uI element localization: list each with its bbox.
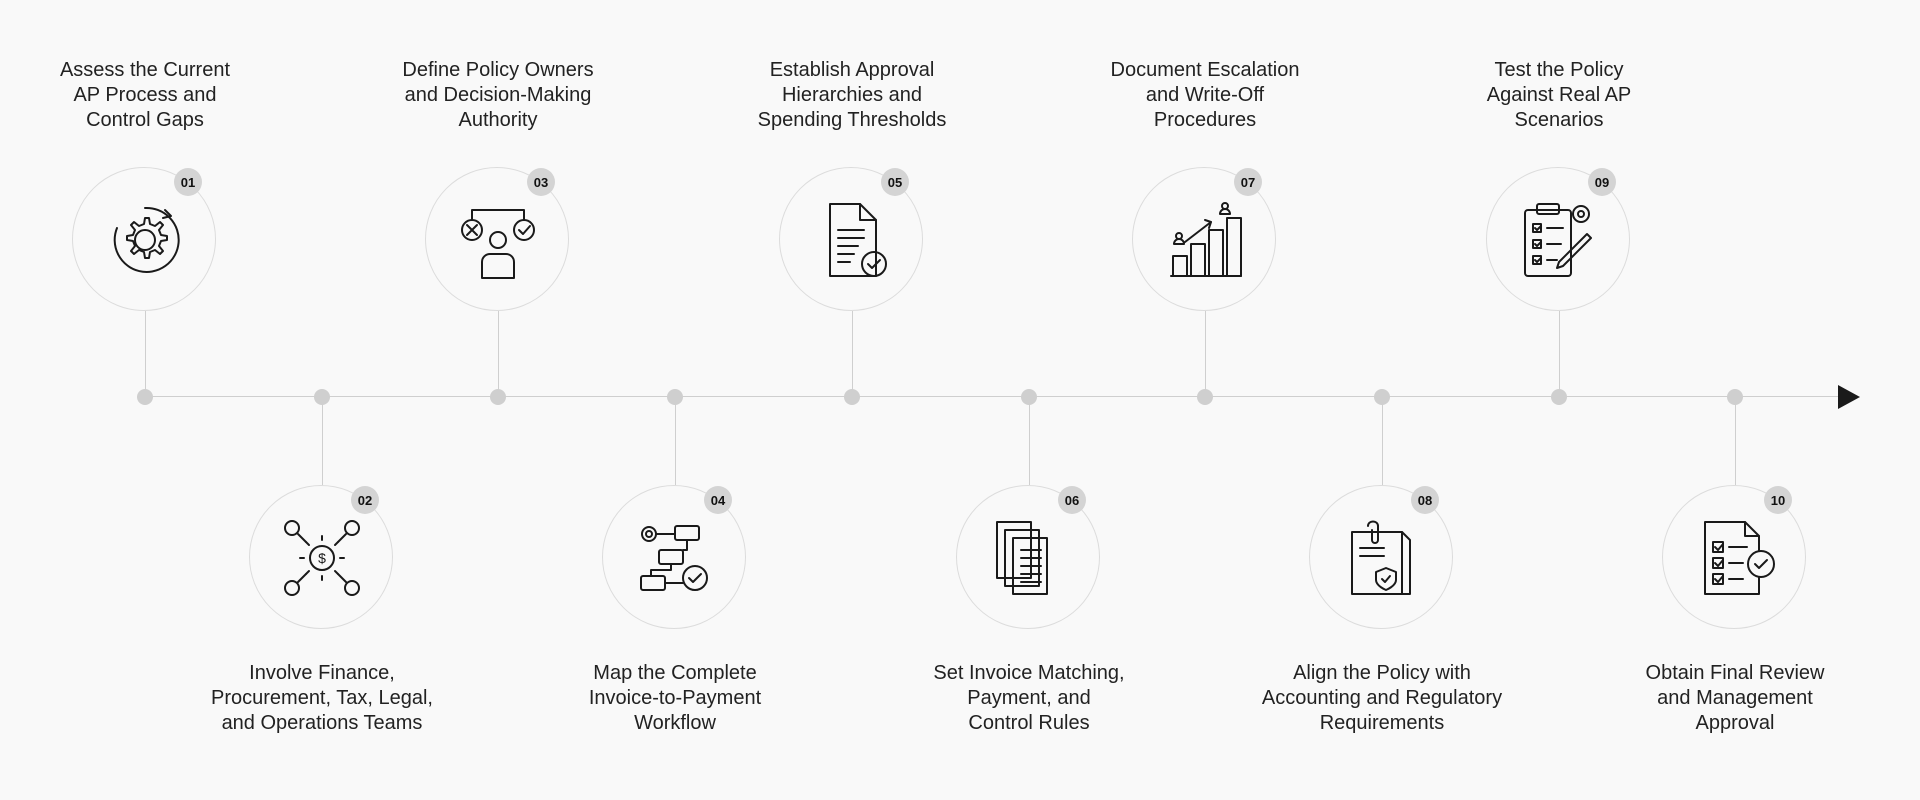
step-number-badge: 03 — [527, 168, 555, 196]
step-number-badge: 04 — [704, 486, 732, 514]
step-label-04: Map the Complete Invoice-to-Payment Work… — [588, 662, 762, 734]
timeline-connector — [1204, 311, 1206, 397]
step-number-badge: 10 — [1764, 486, 1792, 514]
timeline-axis — [145, 396, 1840, 397]
step-label-01: Assess the Current AP Process and Contro… — [59, 59, 231, 131]
timeline-dot — [490, 389, 506, 405]
step-number-badge: 01 — [174, 168, 202, 196]
timeline-connector — [144, 311, 146, 397]
step-label-09: Test the Policy Against Real AP Scenario… — [1486, 59, 1632, 131]
step-label-08: Align the Policy with Accounting and Reg… — [1261, 662, 1503, 734]
step-label-10: Obtain Final Review and Management Appro… — [1645, 662, 1825, 734]
timeline-connector — [1028, 397, 1030, 485]
svg-text:$: $ — [318, 550, 326, 566]
timeline-connector — [1734, 397, 1736, 485]
timeline-dot — [137, 389, 153, 405]
step-circle-02: $ 02 — [249, 485, 393, 629]
timeline-dot — [1551, 389, 1567, 405]
step-label-05: Establish Approval Hierarchies and Spend… — [757, 59, 947, 131]
timeline-connector — [1558, 311, 1560, 397]
step-label-02: Involve Finance, Procurement, Tax, Legal… — [211, 662, 433, 734]
step-number-badge: 07 — [1234, 168, 1262, 196]
step-number-badge: 02 — [351, 486, 379, 514]
step-circle-01: 01 — [72, 167, 216, 311]
step-circle-08: 08 — [1309, 485, 1453, 629]
step-label-06: Set Invoice Matching, Payment, and Contr… — [933, 662, 1125, 734]
timeline-connector — [321, 397, 323, 485]
step-number-badge: 08 — [1411, 486, 1439, 514]
step-circle-03: 03 — [425, 167, 569, 311]
timeline-connector — [497, 311, 499, 397]
step-circle-10: 10 — [1662, 485, 1806, 629]
timeline-connector — [1381, 397, 1383, 485]
timeline-connector — [851, 311, 853, 397]
step-number-badge: 05 — [881, 168, 909, 196]
step-circle-07: 07 — [1132, 167, 1276, 311]
timeline-dot — [1197, 389, 1213, 405]
step-circle-06: 06 — [956, 485, 1100, 629]
step-number-badge: 06 — [1058, 486, 1086, 514]
step-label-03: Define Policy Owners and Decision-Making… — [402, 59, 594, 131]
step-label-07: Document Escalation and Write-Off Proced… — [1110, 59, 1300, 131]
step-circle-09: 09 — [1486, 167, 1630, 311]
step-circle-05: 05 — [779, 167, 923, 311]
timeline-arrow-icon — [1838, 385, 1860, 409]
step-circle-04: 04 — [602, 485, 746, 629]
timeline-connector — [674, 397, 676, 485]
timeline-dot — [844, 389, 860, 405]
step-number-badge: 09 — [1588, 168, 1616, 196]
